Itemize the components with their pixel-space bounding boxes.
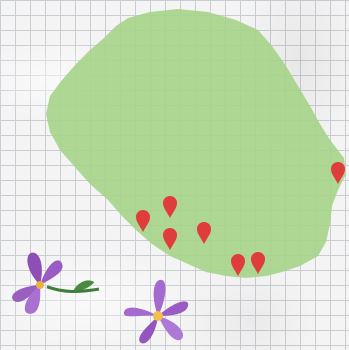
map-marker-icon[interactable] [163,228,177,250]
map-marker-icon[interactable] [331,162,345,184]
purple-flower-bottom [123,279,189,344]
map-marker-icon[interactable] [163,196,177,218]
markers [136,162,345,276]
map-marker-icon[interactable] [197,222,211,244]
map-marker-icon[interactable] [231,254,245,276]
map-marker-icon[interactable] [136,210,150,232]
purple-flower-left [12,252,100,314]
map-marker-icon[interactable] [251,252,265,274]
island-landmass [46,9,346,278]
